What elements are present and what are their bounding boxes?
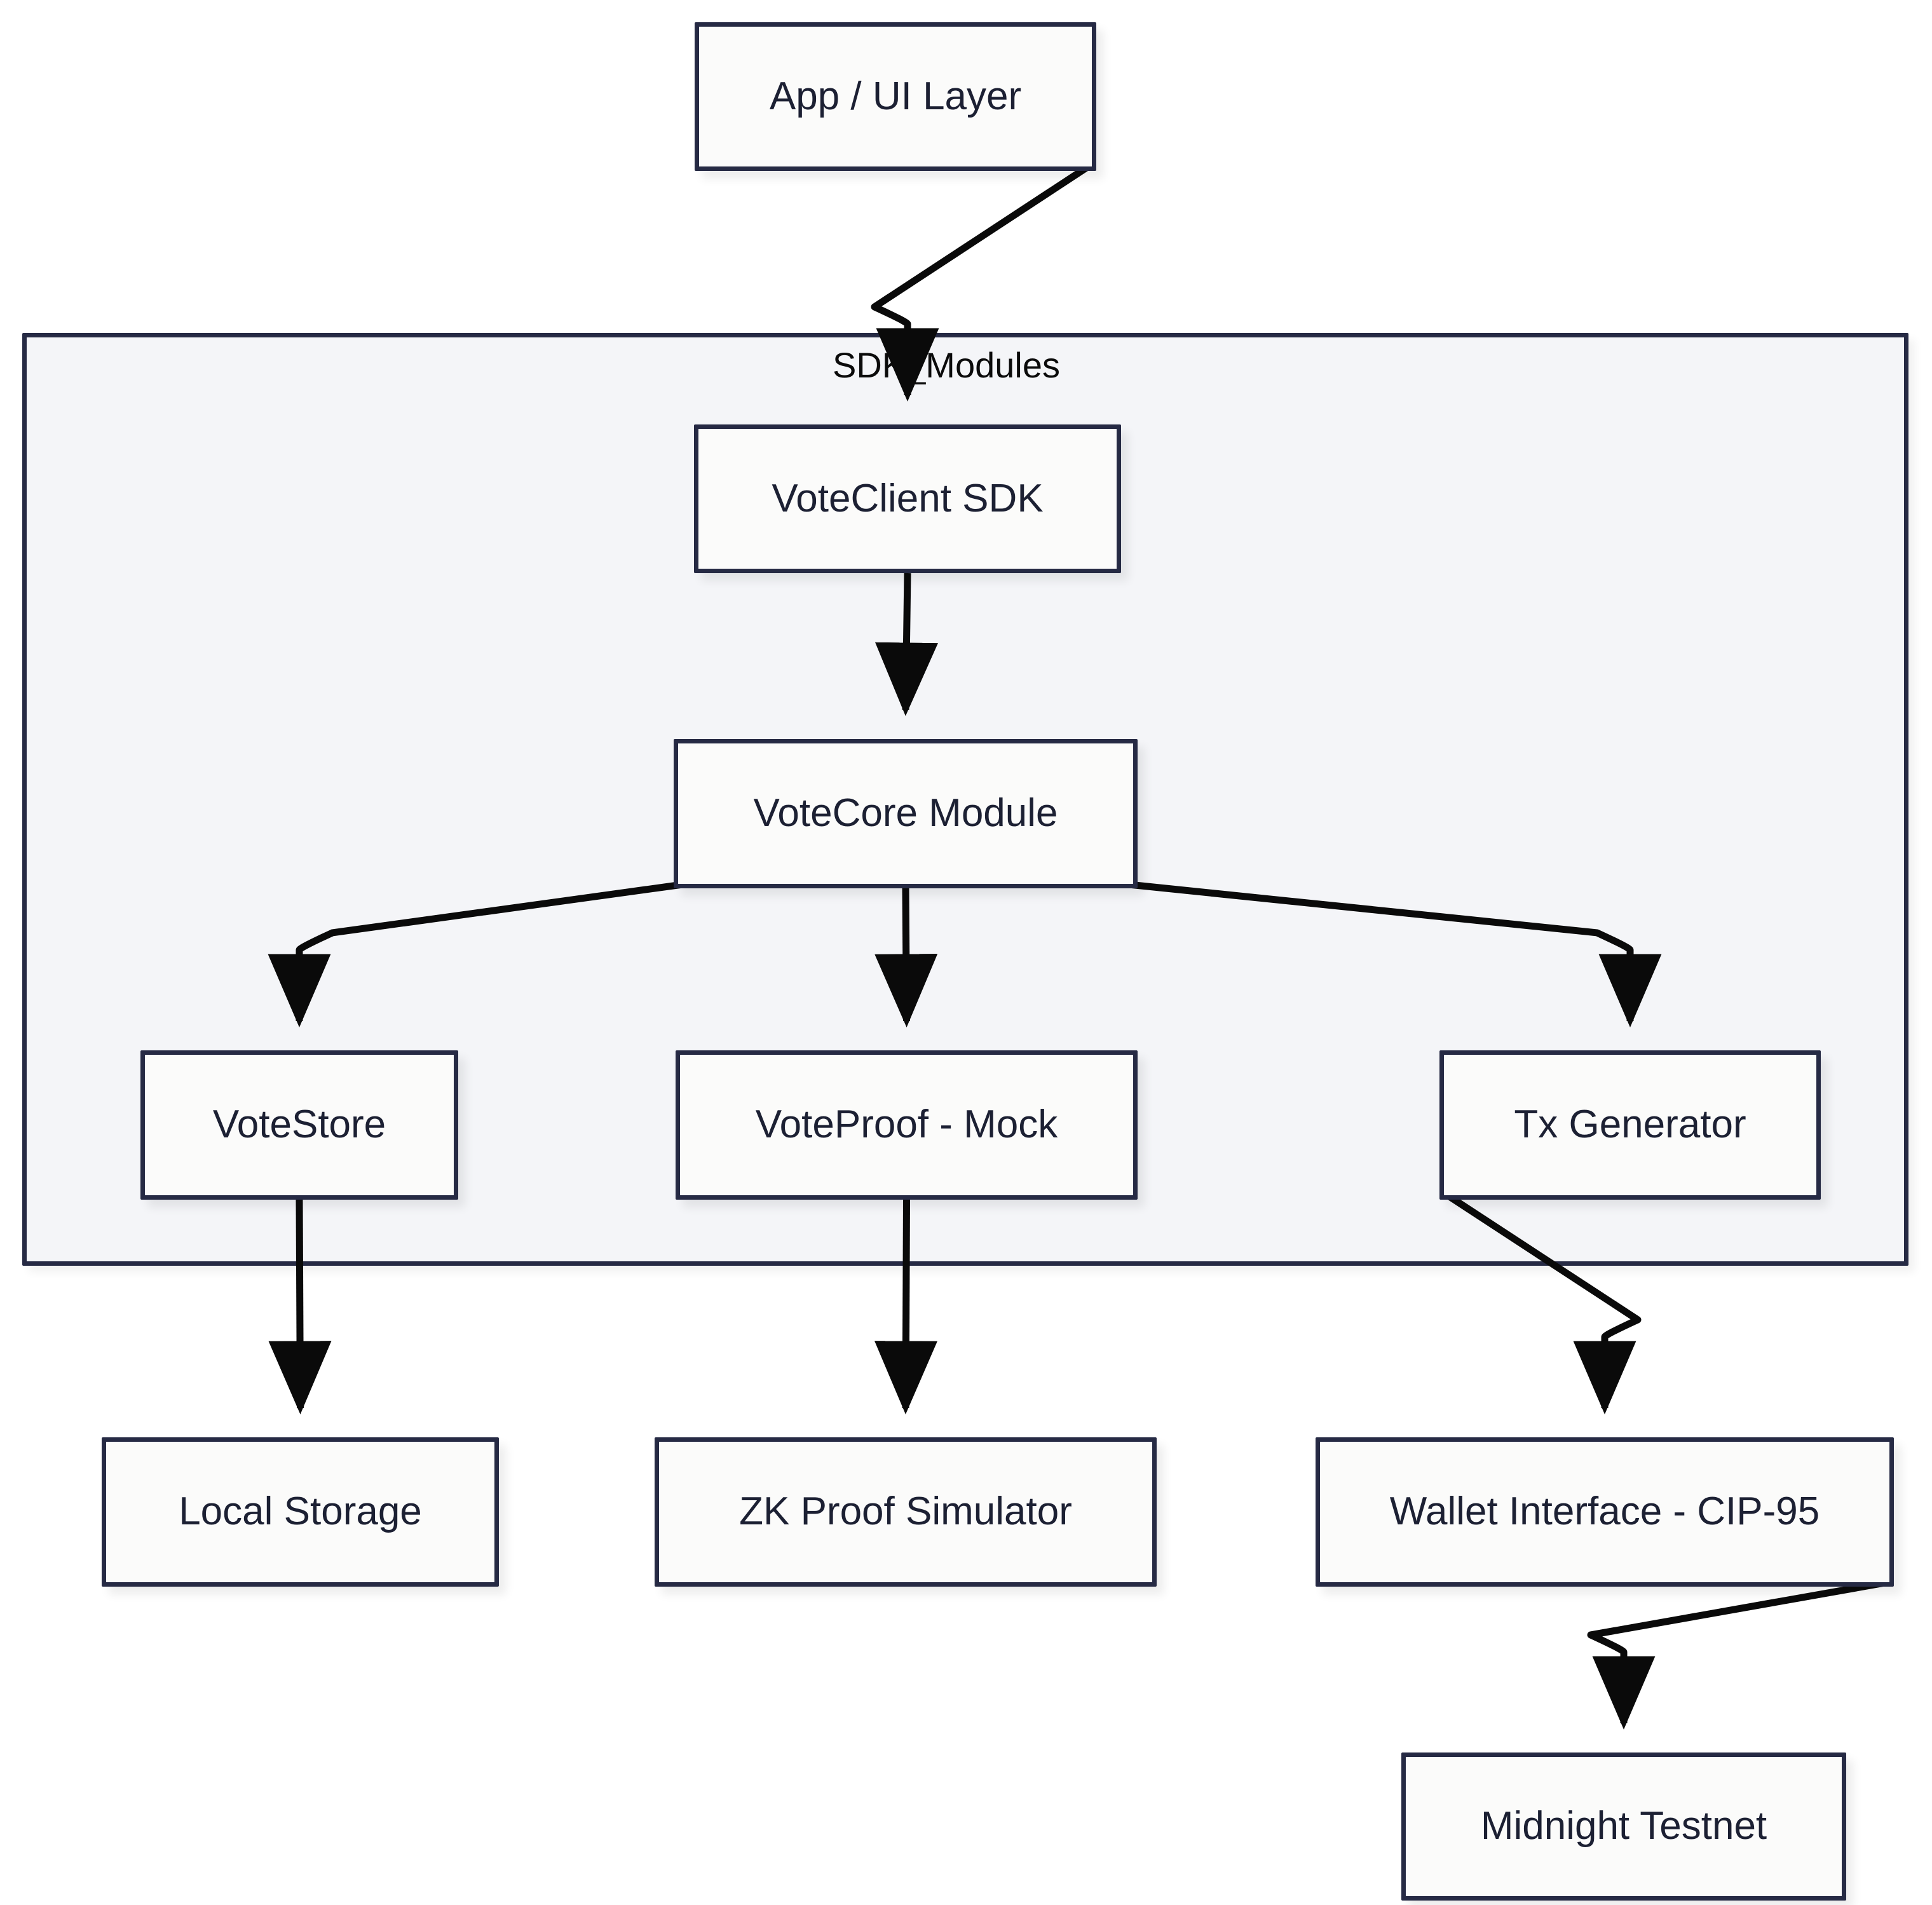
node-label-zk_proof_sim: ZK Proof Simulator [739, 1489, 1072, 1534]
cluster-label-sdk-modules: SDK_Modules [833, 345, 1060, 385]
node-app_ui_layer[interactable]: App / UI Layer [695, 22, 1096, 171]
node-label-voteclient_sdk: VoteClient SDK [772, 476, 1044, 520]
node-tx_generator[interactable]: Tx Generator [1439, 1050, 1821, 1200]
node-midnight_testnet[interactable]: Midnight Testnet [1401, 1752, 1846, 1901]
node-votestore[interactable]: VoteStore [140, 1050, 458, 1200]
node-local_storage[interactable]: Local Storage [102, 1437, 499, 1587]
node-label-votecore_module: VoteCore Module [753, 791, 1058, 836]
node-label-voteproof_mock: VoteProof - Mock [755, 1102, 1058, 1147]
node-voteproof_mock[interactable]: VoteProof - Mock [676, 1050, 1138, 1200]
node-label-wallet_interface: Wallet Interface - CIP-95 [1389, 1489, 1820, 1534]
node-votecore_module[interactable]: VoteCore Module [674, 739, 1138, 888]
node-voteclient_sdk[interactable]: VoteClient SDK [694, 424, 1121, 573]
edge-wallet_interface-to-midnight_testnet [1587, 1579, 1886, 1730]
node-label-votestore: VoteStore [212, 1102, 386, 1147]
node-label-tx_generator: Tx Generator [1514, 1102, 1746, 1147]
node-wallet_interface[interactable]: Wallet Interface - CIP-95 [1316, 1437, 1894, 1587]
node-label-local_storage: Local Storage [179, 1489, 422, 1534]
node-zk_proof_sim[interactable]: ZK Proof Simulator [655, 1437, 1157, 1587]
node-label-app_ui_layer: App / UI Layer [769, 74, 1022, 118]
node-label-midnight_testnet: Midnight Testnet [1480, 1804, 1767, 1848]
